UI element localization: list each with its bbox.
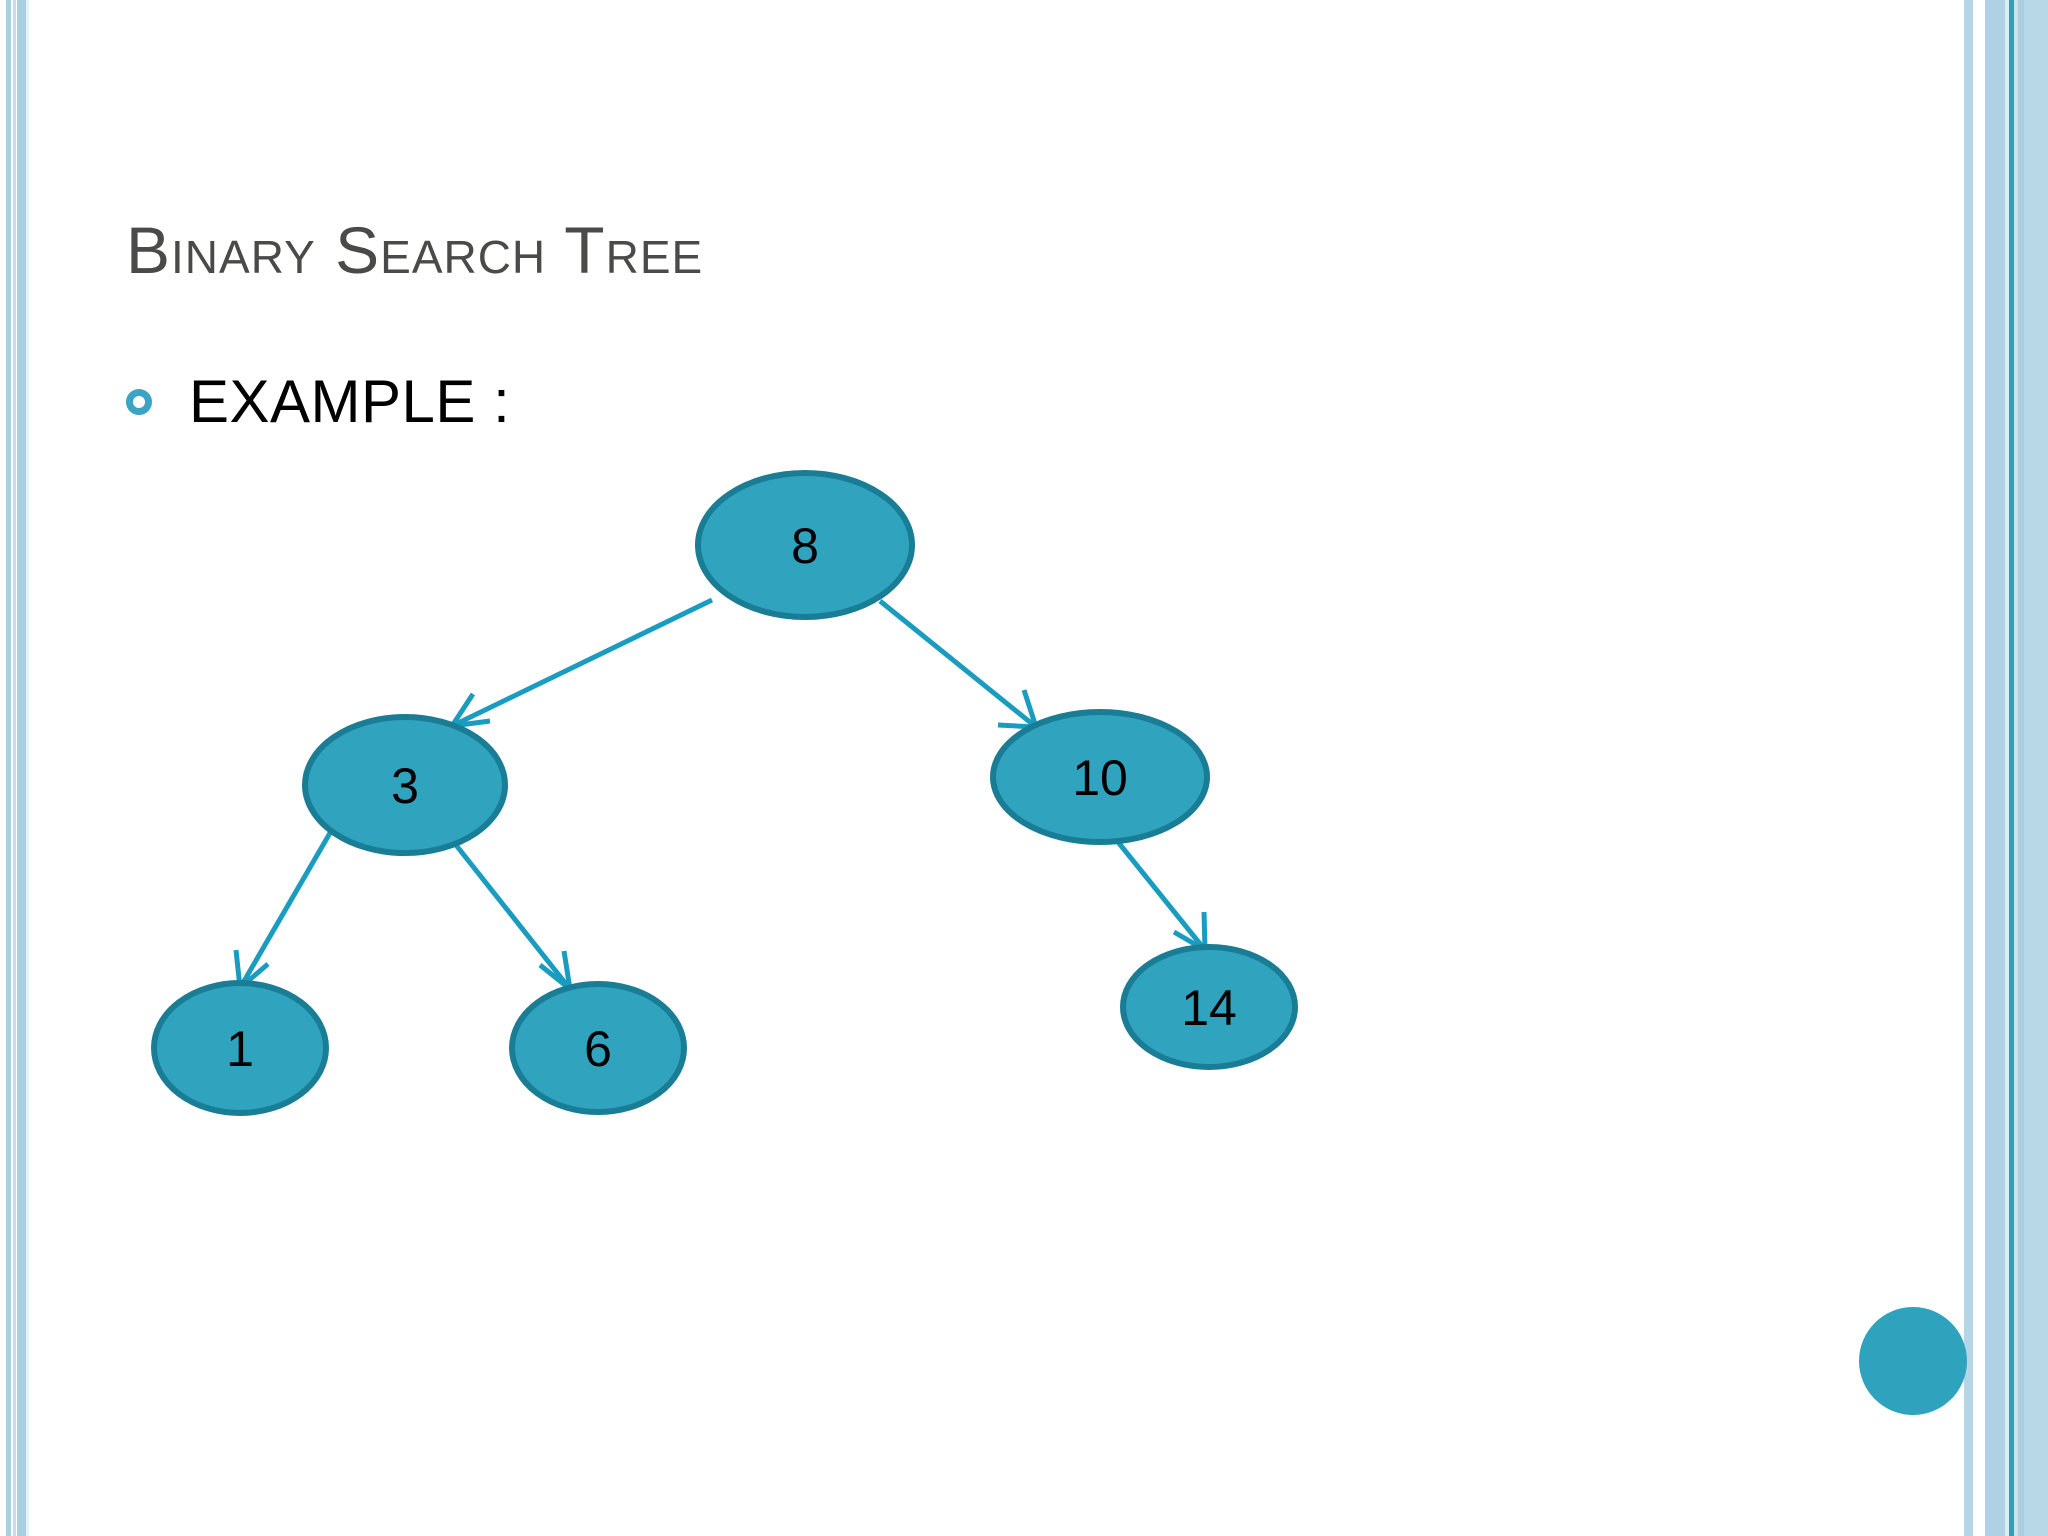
tree-node-14[interactable]: 14 [1120,944,1298,1070]
tree-node-10[interactable]: 10 [990,709,1210,845]
tree-node-label: 1 [226,1021,254,1077]
decorative-corner-circle [1859,1307,1967,1415]
tree-edge-3-1 [233,831,333,990]
bullet-item-label: EXAMPLE : [189,368,511,435]
tree-node-label: 3 [391,758,419,814]
tree-node-1[interactable]: 1 [151,980,329,1116]
tree-edge-10-14 [1116,840,1208,953]
circle-outline-bullet-icon [126,389,152,415]
tree-node-label: 10 [1072,750,1128,806]
tree-edge-8-10 [878,599,1039,730]
tree-node-3[interactable]: 3 [302,714,508,856]
tree-edges-layer [233,597,1208,991]
tree-nodes-layer: 8 3 10 1 6 14 [151,470,1298,1116]
tree-node-6[interactable]: 6 [509,981,687,1115]
tree-node-label: 14 [1181,980,1237,1036]
tree-node-8[interactable]: 8 [695,470,915,620]
tree-edge-8-3 [449,597,714,729]
tree-node-label: 6 [584,1021,612,1077]
slide-title: Binary Search Tree [126,213,704,287]
bullet-list-item: EXAMPLE : [126,372,510,432]
tree-node-label: 8 [791,518,819,574]
tree-edge-3-6 [450,838,573,991]
